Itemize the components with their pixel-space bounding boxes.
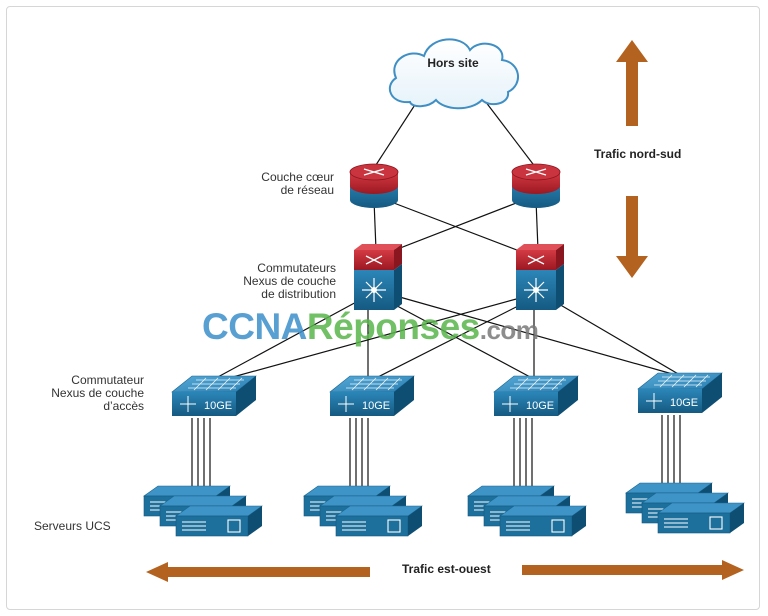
access-layer-label-line: Nexus de couche (51, 386, 144, 400)
access-switch-3-label: 10GE (526, 400, 554, 412)
east-west-arrows (146, 560, 744, 582)
cloud-label: Hors site (427, 56, 479, 70)
ucs-servers-label: Serveurs UCS (34, 519, 111, 533)
distribution-layer-label-line: de distribution (261, 287, 336, 301)
ucs-server-stack-4 (625, 482, 745, 534)
watermark: CCNARéponses.com (202, 306, 539, 348)
access-switch-3 (493, 375, 579, 416)
chip-icon (709, 516, 723, 530)
distribution-switch-right (516, 244, 564, 310)
access-layer-label-line: d’accès (103, 399, 144, 413)
ucs-server-stack-2 (303, 485, 423, 537)
ucs-server-stack-3 (467, 485, 587, 537)
access-switch-1 (171, 375, 257, 416)
distribution-layer-label: Commutateurs Nexus de couche de distribu… (200, 262, 336, 301)
core-layer-label-line: de réseau (280, 183, 334, 197)
arrow-right-icon (522, 560, 744, 580)
access-switch-1-label: 10GE (204, 400, 232, 412)
connection-lines (191, 96, 681, 505)
east-west-traffic-label: Trafic est-ouest (402, 562, 491, 576)
arrow-left-icon (146, 562, 370, 582)
arrow-up-icon (616, 40, 648, 126)
watermark-part3: .com (479, 315, 539, 345)
access-switch-4 (637, 372, 723, 413)
ucs-server-stack-1 (143, 485, 263, 537)
access-layer-label-line: Commutateur (71, 373, 144, 387)
core-router-left (349, 163, 399, 208)
core-layer-label: Couche cœur de réseau (214, 171, 334, 197)
distribution-layer-label-line: Nexus de couche (243, 274, 336, 288)
ucs-servers (143, 482, 745, 537)
access-switch-4-label: 10GE (670, 397, 698, 409)
core-layer-label-line: Couche cœur (261, 170, 334, 184)
diagram-frame (6, 6, 760, 610)
watermark-part2: Réponses (306, 306, 480, 347)
access-layer-label: Commutateur Nexus de couche d’accès (14, 374, 144, 413)
chip-icon (227, 519, 241, 533)
chip-icon (387, 519, 401, 533)
north-south-arrows (616, 40, 648, 278)
chip-icon (551, 519, 565, 533)
access-switch-2-label: 10GE (362, 400, 390, 412)
core-router-right (511, 163, 561, 208)
arrow-down-icon (616, 196, 648, 278)
cloud-icon (388, 38, 519, 110)
access-switch-2 (329, 375, 415, 416)
distribution-layer-label-line: Commutateurs (257, 261, 336, 275)
north-south-traffic-label: Trafic nord-sud (594, 147, 682, 161)
watermark-part1: CCNA (202, 306, 307, 347)
distribution-switch-left (354, 244, 402, 310)
